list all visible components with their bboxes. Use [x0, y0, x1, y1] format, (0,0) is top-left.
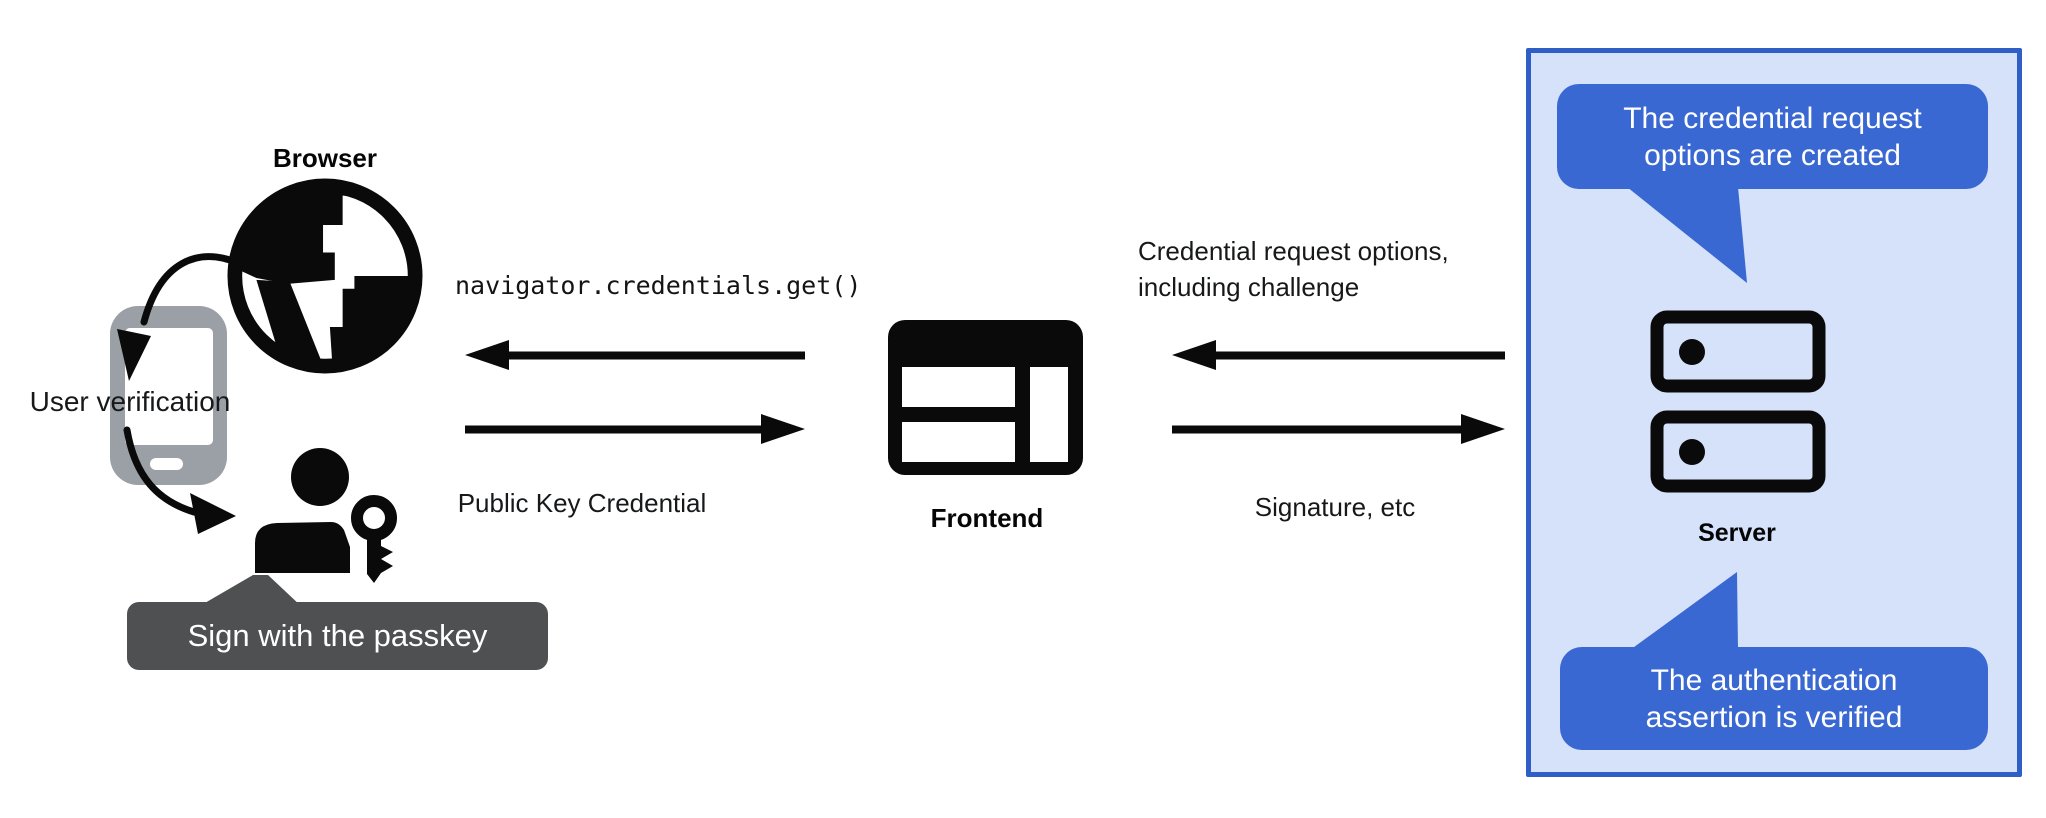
signature-label: Signature, etc: [1254, 492, 1416, 522]
credential-options-callout-line1: The credential request: [1623, 101, 1922, 135]
credential-options-callout-line2: options are created: [1644, 138, 1901, 172]
credential-options-callout: The credential request options are creat…: [1557, 84, 1988, 189]
key-shaft: [367, 539, 393, 583]
assertion-verified-callout-line1: The authentication: [1650, 663, 1898, 697]
assertion-verified-callout-line2: assertion is verified: [1645, 700, 1903, 734]
arrow-frontend-to-browser: [465, 340, 805, 370]
credential-request-options-line1: Credential request options,: [1138, 236, 1449, 266]
user-passkey-icon: [255, 448, 397, 583]
browser-globe-icon: [227, 178, 423, 374]
passkey-bubble-tail: [198, 575, 302, 607]
public-key-credential-label: Public Key Credential: [457, 488, 707, 518]
arrow-server-to-frontend: [1172, 340, 1505, 370]
sign-with-passkey-text: Sign with the passkey: [187, 618, 488, 653]
assertion-verified-callout: The authentication assertion is verified: [1560, 647, 1988, 750]
bottom-callout-tail: [1630, 572, 1738, 650]
credential-request-options-line2: including challenge: [1138, 272, 1360, 302]
server-icon: [1650, 310, 1826, 493]
user-head: [291, 448, 349, 506]
curved-arrow-phone-to-user: [123, 426, 198, 516]
sign-with-passkey-bubble: Sign with the passkey: [127, 602, 548, 670]
arrow-frontend-to-server: [1172, 414, 1505, 444]
user-verification-label: User verification: [29, 386, 231, 417]
key-ring: [351, 495, 397, 541]
user-body: [255, 522, 350, 573]
browser-node-label: Browser: [272, 143, 378, 173]
server-node-label: Server: [1698, 519, 1776, 547]
frontend-window-icon: [888, 320, 1083, 475]
frontend-node-label: Frontend: [930, 503, 1044, 533]
arrow-browser-to-frontend: [465, 414, 805, 444]
curved-arrow-browser-to-phone: [140, 253, 242, 326]
curved-arrowhead-to-user: [190, 493, 236, 534]
top-callout-tail: [1627, 187, 1747, 283]
curved-arrowhead-to-phone: [117, 329, 151, 381]
navigator-credentials-get-label: navigator.credentials.get(): [455, 271, 862, 300]
